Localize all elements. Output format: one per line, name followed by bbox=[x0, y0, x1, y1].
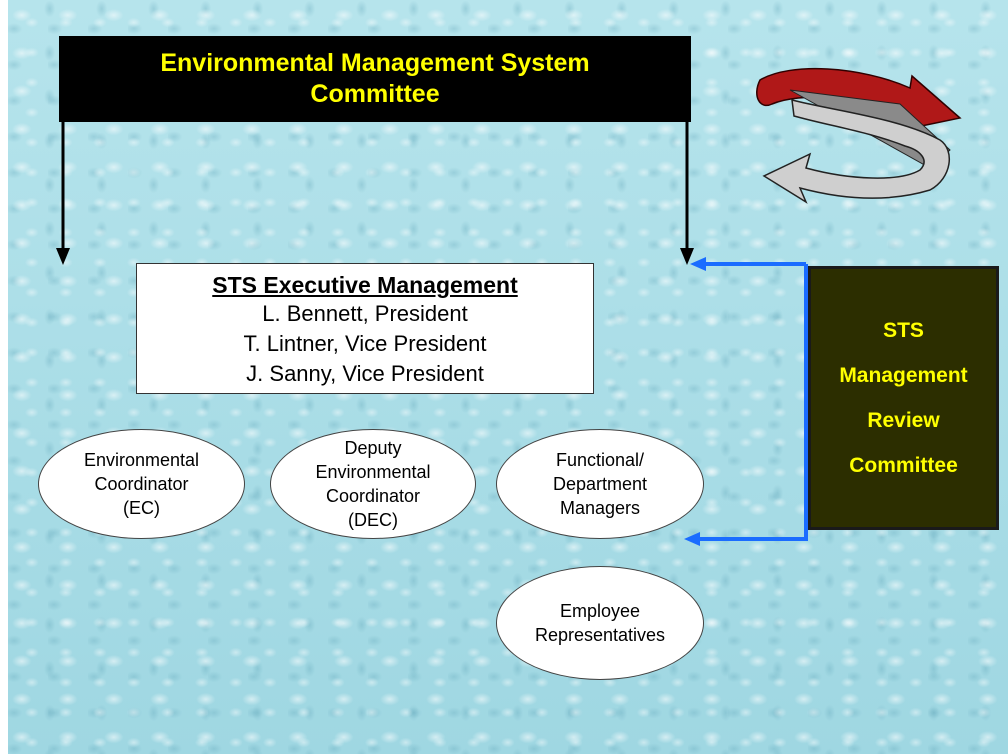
deputy-coordinator-oval: Deputy Environmental Coordinator (DEC) bbox=[270, 429, 476, 539]
functional-managers-oval: Functional/ Department Managers bbox=[496, 429, 704, 539]
review-committee-line: Management bbox=[839, 364, 968, 387]
ems-committee-title-line-2: Committee bbox=[310, 80, 440, 108]
functional-managers-label: Functional/ Department Managers bbox=[552, 450, 648, 518]
review-blue-side bbox=[698, 264, 808, 541]
executive-member: L. Bennett, President bbox=[262, 301, 468, 326]
executive-member: J. Sanny, Vice President bbox=[246, 361, 484, 386]
title-right-arrowhead bbox=[680, 248, 694, 265]
circular-arrows-icon bbox=[756, 67, 962, 204]
review-committee-line: Review bbox=[867, 409, 940, 432]
review-top-arrowhead bbox=[690, 257, 706, 271]
deputy-coordinator-label: Deputy Environmental Coordinator (DEC) bbox=[315, 438, 431, 530]
review-committee-box: STS Management Review Committee bbox=[808, 266, 999, 530]
employee-representatives-oval: Employee Representatives bbox=[496, 566, 704, 680]
environmental-coordinator-oval: Environmental Coordinator (EC) bbox=[38, 429, 245, 539]
environmental-coordinator-label: Environmental Coordinator (EC) bbox=[83, 450, 200, 518]
review-committee-line: Committee bbox=[849, 454, 958, 477]
executive-member: T. Lintner, Vice President bbox=[243, 331, 487, 356]
review-committee-line: STS bbox=[883, 319, 924, 342]
title-left-arrowhead bbox=[56, 248, 70, 265]
ems-committee-box: Environmental Management System Committe… bbox=[59, 36, 691, 122]
review-bottom-arrowhead bbox=[684, 532, 700, 546]
executive-management-box: STS Executive Management L. Bennett, Pre… bbox=[136, 263, 594, 394]
ems-committee-title-line-1: Environmental Management System bbox=[160, 49, 590, 77]
executive-management-heading: STS Executive Management bbox=[212, 272, 518, 298]
employee-representatives-label: Employee Representatives bbox=[534, 601, 666, 645]
